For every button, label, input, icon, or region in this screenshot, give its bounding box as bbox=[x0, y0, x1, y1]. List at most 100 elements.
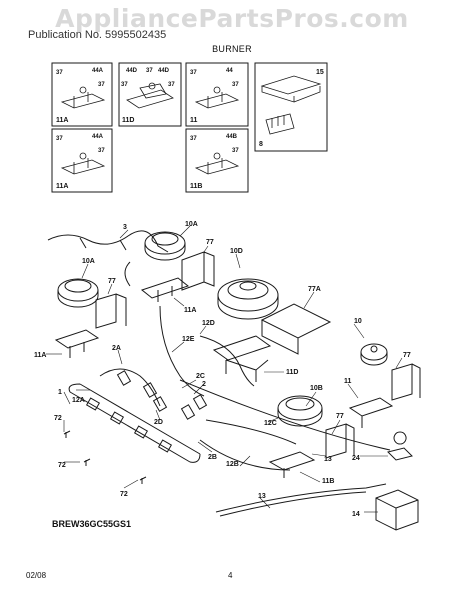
callout-label: 10D bbox=[230, 248, 243, 255]
callout-label: 77 bbox=[336, 413, 344, 420]
callout-label: 2A bbox=[112, 345, 121, 352]
callout-label: 11A bbox=[184, 307, 196, 314]
callout-label: 2 bbox=[202, 381, 206, 388]
inset-label: 44A bbox=[92, 134, 104, 140]
burner-base-11 bbox=[348, 397, 394, 428]
publication-number: Publication No. 5995502435 bbox=[28, 29, 167, 41]
gas-tube-12b bbox=[199, 439, 291, 471]
manifold-pipe bbox=[68, 383, 201, 463]
page-title: BURNER bbox=[212, 44, 252, 54]
inset-label: 8 bbox=[259, 141, 263, 148]
callout-label: 11 bbox=[344, 378, 352, 385]
callout-label: 10A bbox=[185, 221, 198, 228]
callout-label: 12A bbox=[72, 397, 85, 404]
inset-box-11b bbox=[185, 128, 249, 193]
inset-label: 11B bbox=[190, 183, 202, 190]
callout-label: 2D bbox=[154, 419, 163, 426]
gas-tube-12e bbox=[159, 305, 205, 397]
inset-label: 11A bbox=[56, 183, 68, 190]
burner-cap-10b bbox=[277, 395, 323, 427]
inset-label: 37 bbox=[190, 70, 197, 76]
inset-box-11a-top bbox=[51, 62, 113, 127]
inset-label: 44 bbox=[226, 68, 233, 74]
inset-label: 37 bbox=[168, 82, 175, 88]
callout-label: 1 bbox=[58, 389, 62, 396]
inset-label: 37 bbox=[146, 68, 153, 74]
callout-label: 12E bbox=[182, 336, 195, 343]
burner-cap-10a-left bbox=[57, 278, 99, 308]
igniter-harness bbox=[47, 230, 169, 253]
inset-burner-sketches bbox=[60, 75, 322, 175]
inset-label: 37 bbox=[121, 82, 128, 88]
gas-tube-12d bbox=[199, 335, 255, 387]
inset-box-11d bbox=[118, 62, 182, 127]
burner-base-11a-top bbox=[140, 277, 190, 302]
publication-header: Publication No. 5995502435 bbox=[28, 29, 166, 41]
harness-lead bbox=[124, 261, 131, 287]
callout-label: 2B bbox=[208, 454, 217, 461]
footer-date: 02/08 bbox=[26, 571, 47, 580]
burner-cap-10a-top bbox=[144, 231, 186, 261]
burner-cap-10 bbox=[360, 343, 388, 366]
bracket-77a bbox=[260, 303, 332, 355]
callout-label: 10 bbox=[354, 318, 362, 325]
pressure-regulator bbox=[375, 489, 419, 531]
callout-label: 2C bbox=[196, 373, 205, 380]
callout-label: 72 bbox=[54, 415, 62, 422]
inset-label: 11D bbox=[122, 117, 134, 124]
regulator-fitting-24 bbox=[387, 431, 413, 461]
gas-tube-long bbox=[179, 379, 391, 451]
callout-label: 14 bbox=[352, 511, 360, 518]
inset-label: 37 bbox=[56, 136, 63, 142]
bracket-77-right bbox=[391, 363, 421, 401]
inset-label: 15 bbox=[316, 69, 324, 76]
model-code: BREW36GC55GS1 bbox=[52, 519, 132, 529]
inset-label: 11A bbox=[56, 117, 68, 124]
callout-label: 12D bbox=[202, 320, 215, 327]
callout-label: 13 bbox=[324, 456, 332, 463]
inset-label-group: 37 44A 37 11A 44D 37 44D 37 37 11D 37 44… bbox=[56, 68, 324, 190]
callout-label: 12B bbox=[226, 461, 239, 468]
inset-label: 37 bbox=[98, 148, 105, 154]
burner-base-11d bbox=[212, 335, 272, 382]
gas-tube-13 bbox=[215, 483, 387, 517]
inset-label: 44D bbox=[126, 68, 138, 74]
inset-box-11 bbox=[185, 62, 249, 127]
manifold-valves bbox=[85, 397, 173, 453]
burner-base-11b bbox=[268, 451, 316, 478]
callout-label: 77 bbox=[403, 352, 411, 359]
callout-label: 77 bbox=[108, 278, 116, 285]
inset-label: 44D bbox=[158, 68, 170, 74]
inset-box-11a-bottom bbox=[51, 128, 113, 193]
callout-label: 11A bbox=[34, 352, 46, 359]
callout-label: 11B bbox=[322, 478, 334, 485]
bracket-77-mid bbox=[325, 423, 355, 459]
callout-label: 72 bbox=[120, 491, 128, 498]
bracket-77-top bbox=[181, 251, 215, 291]
callout-label: 24 bbox=[352, 455, 360, 462]
inset-label: 37 bbox=[232, 82, 239, 88]
callout-label: 13 bbox=[258, 493, 266, 500]
inset-label: 44A bbox=[92, 68, 104, 74]
orifice-fittings bbox=[116, 370, 208, 420]
callout-label: 10A bbox=[82, 258, 95, 265]
screws-72 bbox=[63, 430, 147, 484]
callout-label-group: 3 10A 77 10D 10A 77 77A 11A 12D 10 12E 7… bbox=[34, 221, 411, 518]
callout-label: 77 bbox=[206, 239, 214, 246]
inset-box-15-8 bbox=[254, 62, 328, 152]
burner-base-11a-left bbox=[54, 329, 100, 358]
callout-label: 77A bbox=[308, 286, 321, 293]
callout-label: 12C bbox=[264, 420, 277, 427]
inset-label: 44B bbox=[226, 134, 238, 140]
inset-label: 37 bbox=[232, 148, 239, 154]
bracket-77-left bbox=[95, 293, 127, 329]
page-number: 4 bbox=[228, 571, 233, 580]
gas-tube-12c bbox=[205, 419, 297, 445]
inset-label: 37 bbox=[190, 136, 197, 142]
inset-label: 37 bbox=[98, 82, 105, 88]
callout-label: 72 bbox=[58, 462, 66, 469]
callout-label: 11D bbox=[286, 369, 298, 376]
callout-leaders bbox=[46, 225, 403, 513]
watermark: AppliancePartsPros.com bbox=[55, 4, 409, 33]
